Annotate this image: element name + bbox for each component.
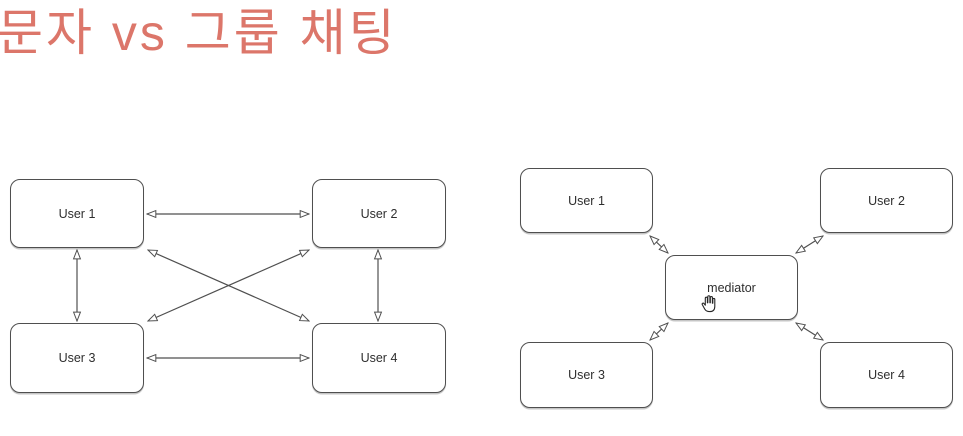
right-diagram-edges (650, 236, 823, 340)
node-user4: User 4 (312, 323, 446, 393)
node-user2: User 2 (312, 179, 446, 248)
edge-user3-mediator (650, 323, 668, 340)
node-user1: User 1 (520, 168, 653, 233)
node-label: User 4 (360, 351, 398, 365)
page-title: 문자 vs 그룹 채팅 (0, 5, 398, 61)
node-label: User 4 (868, 368, 905, 382)
edge-user2-mediator (796, 236, 823, 253)
node-mediator: mediator (665, 255, 798, 320)
node-label: User 2 (868, 193, 905, 208)
edge-user1-mediator (650, 236, 668, 253)
node-label: User 3 (58, 351, 96, 365)
node-label: mediator (707, 280, 756, 295)
node-user1: User 1 (10, 179, 144, 248)
grab-hand-cursor-icon (698, 292, 720, 316)
node-user3: User 3 (10, 323, 144, 393)
edge-user4-mediator (796, 323, 823, 340)
node-label: User 1 (568, 193, 605, 208)
left-diagram-edges (77, 214, 378, 358)
node-label: User 2 (360, 206, 398, 221)
node-user2: User 2 (820, 168, 953, 233)
node-user4: User 4 (820, 342, 953, 408)
node-user3: User 3 (520, 342, 653, 408)
edge-user2-user3 (148, 250, 309, 321)
node-label: User 1 (58, 206, 96, 221)
node-label: User 3 (568, 368, 605, 382)
